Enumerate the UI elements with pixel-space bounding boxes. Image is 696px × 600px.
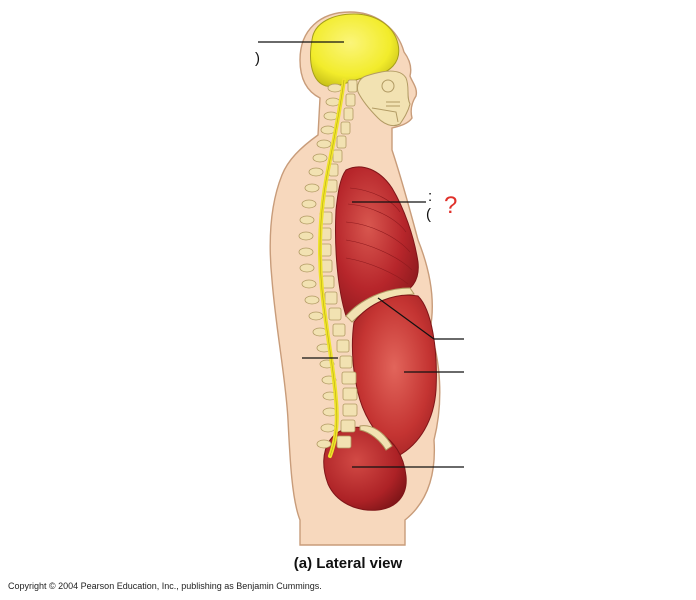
spinous-process (298, 231, 314, 241)
spinous-process (299, 215, 315, 225)
label-fragment-thoracic: ( (426, 206, 431, 223)
vertebra (336, 339, 350, 353)
vertebra (321, 275, 335, 289)
spinous-process (325, 97, 341, 107)
vertebra (340, 121, 351, 135)
label-fragment-brain: ) (255, 50, 260, 67)
abdominal-cavity (351, 294, 437, 457)
leader-lines (258, 41, 464, 468)
vertebra (340, 419, 356, 433)
cranial-cavity-brain (310, 13, 400, 87)
spinous-process (312, 153, 328, 163)
vertebral-column (298, 79, 358, 449)
spinous-process (320, 125, 336, 135)
spinous-process (304, 295, 320, 305)
spinous-process (316, 439, 332, 449)
spinous-process (299, 263, 315, 273)
question-mark: ? (444, 192, 458, 219)
label-fragment-thoracic-top: : (428, 188, 433, 205)
spinous-process (301, 279, 317, 289)
spinous-process (312, 327, 328, 337)
vertebra (332, 323, 346, 337)
vertebra (347, 79, 358, 93)
spinous-process (320, 423, 336, 433)
vertebra (332, 149, 343, 163)
teeth (386, 101, 400, 107)
rib-lines (345, 187, 413, 285)
pelvic-bone (359, 425, 393, 451)
spinous-process (308, 311, 324, 321)
vertebra (328, 307, 342, 321)
skull (357, 70, 411, 127)
vertebra (339, 355, 353, 369)
copyright-notice: Copyright © 2004 Pearson Education, Inc.… (8, 581, 322, 591)
vertebra (341, 371, 357, 385)
spinous-process (308, 167, 324, 177)
spinous-process (316, 139, 332, 149)
vertebra (342, 387, 358, 401)
leader-line-diaphragm-a (377, 297, 435, 340)
orbit (381, 79, 395, 93)
spinous-process (304, 183, 320, 193)
spinous-process (301, 199, 317, 209)
vertebra (336, 135, 347, 149)
vertebra (342, 403, 358, 417)
spinal-cord-edge (319, 79, 345, 457)
spinous-process (327, 83, 343, 93)
vertebra (324, 291, 338, 305)
figure-caption: (a) Lateral view (293, 555, 403, 572)
vertebra (345, 93, 356, 107)
spinous-process (298, 247, 314, 257)
vertebra (336, 435, 352, 449)
vertebra (343, 107, 354, 121)
jaw (371, 107, 399, 123)
